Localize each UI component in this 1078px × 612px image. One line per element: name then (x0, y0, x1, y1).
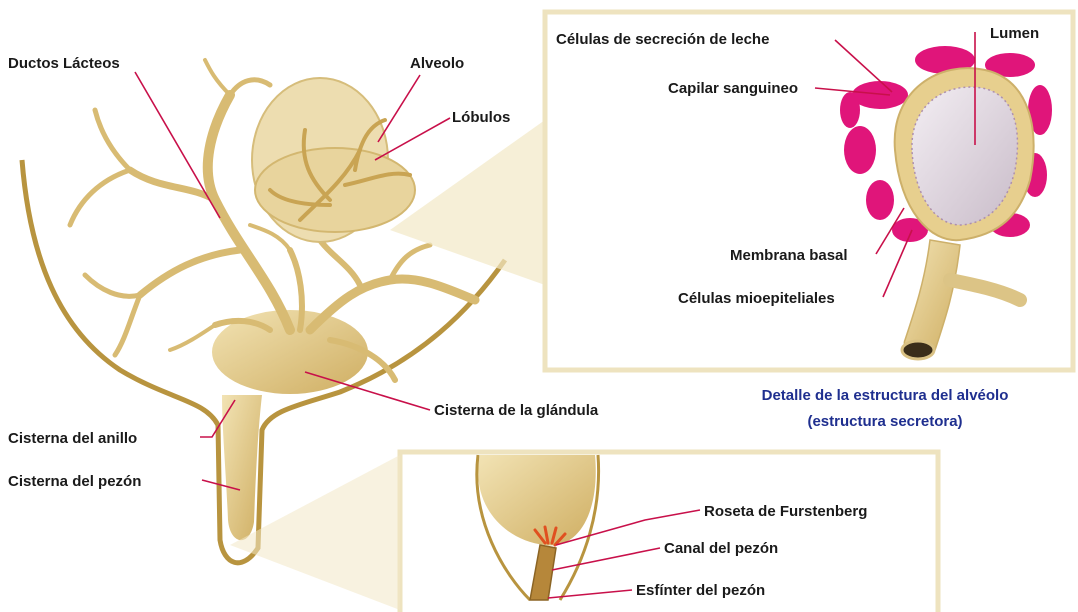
label-alveolo: Alveolo (410, 55, 464, 72)
alveolus-detail-panel (545, 12, 1073, 370)
lobule (252, 78, 415, 242)
caption-line-2: (estructura secretora) (807, 413, 962, 430)
label-mioepiteliales: Células mioepiteliales (678, 290, 835, 307)
label-cisterna-anillo: Cisterna del anillo (8, 430, 137, 447)
label-membrana-basal: Membrana basal (730, 247, 848, 264)
label-cisterna-pezon: Cisterna del pezón (8, 473, 141, 490)
label-ductos-lacteos: Ductos Lácteos (8, 55, 120, 72)
callout-wedge-alveolus (390, 120, 545, 285)
label-lumen: Lumen (990, 25, 1039, 42)
label-cisterna-glandula: Cisterna de la glándula (434, 402, 599, 419)
label-lobulos: Lóbulos (452, 109, 510, 126)
label-esfinter: Esfínter del pezón (636, 582, 765, 599)
label-roseta: Roseta de Furstenberg (704, 503, 867, 520)
label-celulas-secrecion: Células de secreción de leche (556, 31, 769, 48)
label-canal: Canal del pezón (664, 540, 778, 557)
caption-line-1: Detalle de la estructura del alvéolo (762, 387, 1009, 404)
label-capilar: Capilar sanguineo (668, 80, 798, 97)
